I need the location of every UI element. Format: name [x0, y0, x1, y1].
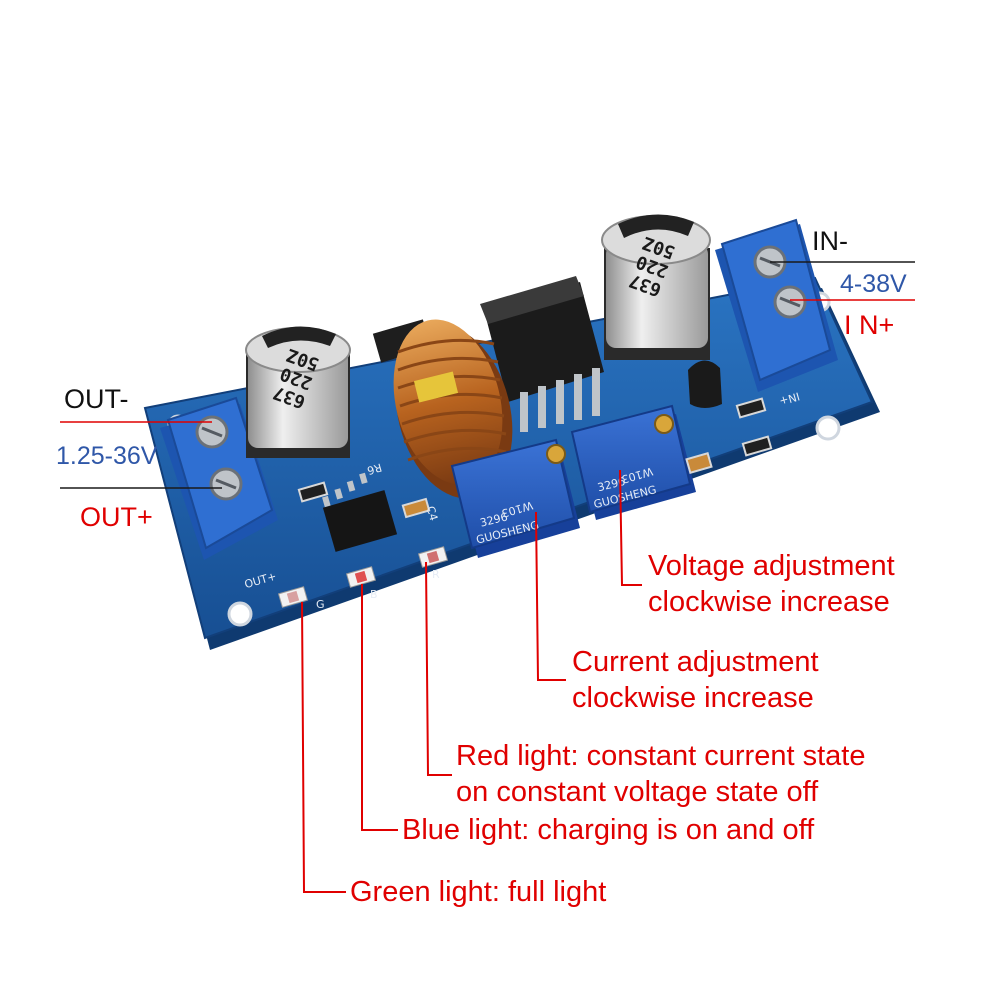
control-ic — [322, 472, 398, 552]
green-light-annotation: Green light: full light — [350, 874, 606, 910]
blue-light-leader — [361, 584, 398, 831]
out-voltage-label: 1.25-36V — [56, 442, 158, 470]
green-led — [277, 586, 309, 608]
blue-light-line1: Blue light: charging is on and off — [402, 814, 815, 846]
red-light-annotation: Red light: constant current state on con… — [456, 738, 865, 810]
output-capacitor: 637 220 50Z — [245, 326, 351, 458]
mounting-hole — [815, 415, 841, 441]
voltage-adjust-leader — [619, 469, 642, 586]
terminal-lead-lines — [60, 261, 915, 489]
silk-in-label: IN+ — [778, 389, 801, 407]
blue-light-annotation: Blue light: charging is on and off — [402, 812, 814, 848]
voltage-potentiometer: W103 3296 GUOSHENG — [570, 404, 696, 520]
input-capacitor: 637 220 50Z — [601, 214, 711, 360]
current-adjust-annotation: Current adjustment clockwise increase — [572, 644, 819, 716]
adjust-screw — [546, 444, 566, 464]
green-light-line1: Green light: full light — [350, 876, 607, 908]
current-adjust-leader — [535, 511, 566, 681]
voltage-adjust-line2: clockwise increase — [648, 586, 890, 618]
input-terminal-block — [715, 218, 838, 392]
green-light-leader — [301, 601, 346, 893]
in-pos-label: I N+ — [844, 310, 895, 340]
current-adjust-line1: Current adjustment — [572, 646, 819, 678]
regulator-ic — [480, 276, 604, 432]
current-potentiometer: W103 3296 GUOSHENG — [450, 438, 580, 558]
silk-led-g: G — [316, 598, 325, 611]
adjust-screw — [654, 414, 674, 434]
in-voltage-label: 4-38V — [840, 270, 907, 298]
annotation-leaders — [301, 469, 642, 893]
red-light-leader — [425, 561, 452, 776]
red-light-line1: Red light: constant current state — [456, 740, 866, 772]
red-light-line2: on constant voltage state off — [456, 776, 819, 808]
out-neg-label: OUT- — [64, 384, 129, 414]
in-neg-label: IN- — [812, 226, 848, 256]
inductor-coil — [393, 319, 513, 499]
silk-c-label: C4 — [424, 505, 441, 523]
silk-led-r: R — [432, 568, 440, 581]
current-adjust-line2: clockwise increase — [572, 682, 814, 714]
mounting-hole — [227, 601, 253, 627]
silk-r-label: R6 — [366, 461, 384, 478]
silk-led-b: B — [370, 588, 378, 601]
blue-led — [345, 566, 377, 588]
out-pos-label: OUT+ — [80, 502, 153, 532]
voltage-adjust-line1: Voltage adjustment — [648, 550, 895, 582]
ic-pins — [520, 368, 600, 432]
smd-components — [297, 397, 773, 519]
voltage-adjust-annotation: Voltage adjustment clockwise increase — [648, 548, 895, 620]
transistor — [688, 360, 722, 408]
